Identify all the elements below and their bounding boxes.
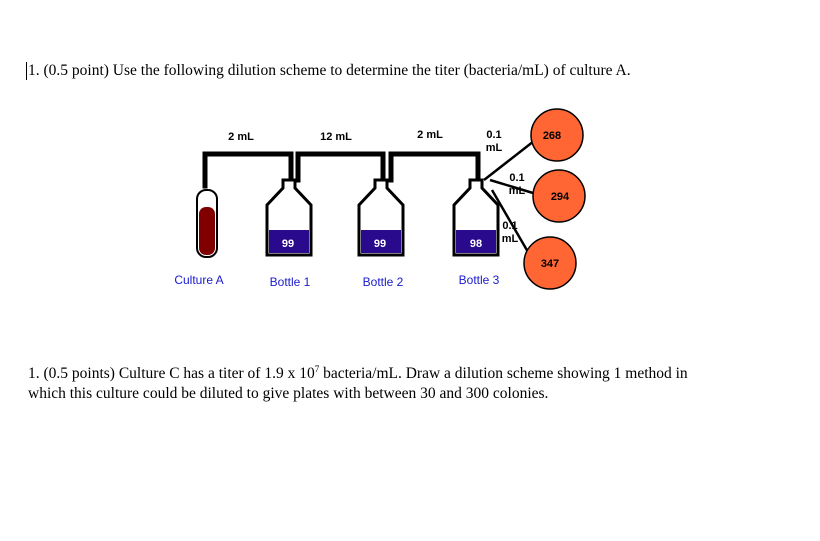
plate-3-circle (523, 236, 577, 290)
bottle-3-label: Bottle 3 (459, 273, 500, 287)
bottle-1-label: Bottle 1 (270, 275, 311, 289)
plate-volume-1-line2: mL (486, 142, 503, 154)
transfer-label-3: 2 mL (417, 129, 443, 141)
bottle-1-liquid (269, 230, 309, 253)
plate-1-count: 268 (543, 130, 561, 142)
agar-plate-2: 294 (532, 169, 586, 223)
plate-2-count: 294 (551, 191, 570, 203)
agar-plate-1: 268 (530, 108, 584, 162)
question-2-exponent: 7 (314, 364, 320, 374)
plate-volume-3-line1: 0.1 (502, 220, 517, 232)
bottle-2 (357, 178, 405, 257)
question-2-text: 1. (0.5 points) Culture C has a titer of… (28, 359, 708, 404)
plate-volume-1-line1: 0.1 (486, 129, 501, 141)
plate-lines (483, 140, 535, 253)
agar-plate-3: 347 (523, 236, 577, 290)
plate-volume-3-line2: mL (502, 233, 519, 245)
plate-2-circle (532, 169, 586, 223)
culture-a-tube (196, 189, 218, 258)
bottle-3 (452, 178, 500, 257)
pipe-bottle-2-to-bottle-3 (388, 151, 481, 183)
culture-a-label: Culture A (174, 273, 223, 287)
question-1-text: 1. (0.5 point) Use the following dilutio… (28, 62, 631, 79)
plate-volume-2-line1: 0.1 (509, 172, 524, 184)
transfer-pipes (202, 151, 481, 189)
question-2-prefix: 1. (0.5 points) Culture C has a titer of… (28, 365, 315, 383)
line-to-plate-3 (490, 189, 530, 253)
plate-1-circle (530, 108, 584, 162)
text-cursor (26, 62, 27, 80)
line-to-plate-1 (483, 140, 535, 181)
plate-3-count: 347 (541, 258, 559, 270)
culture-liquid (199, 207, 215, 255)
bottle-1 (265, 178, 313, 257)
pipe-culture-to-bottle-1 (202, 151, 294, 189)
bottle-3-volume: 98 (470, 238, 482, 250)
plate-volume-2-line2: mL (509, 185, 526, 197)
bottle-2-liquid (361, 230, 401, 253)
transfer-label-1: 2 mL (228, 131, 254, 143)
line-to-plate-2 (489, 178, 534, 195)
bottle-3-liquid (456, 230, 496, 253)
bottle-2-label: Bottle 2 (363, 275, 404, 289)
question-2-suffix: bacteria/mL. Draw a dilution scheme show… (28, 365, 688, 403)
bottle-1-volume: 99 (282, 238, 294, 250)
transfer-label-2: 12 mL (320, 131, 352, 143)
bottle-2-volume: 99 (374, 238, 386, 250)
pipe-bottle-1-to-bottle-2 (295, 151, 386, 183)
